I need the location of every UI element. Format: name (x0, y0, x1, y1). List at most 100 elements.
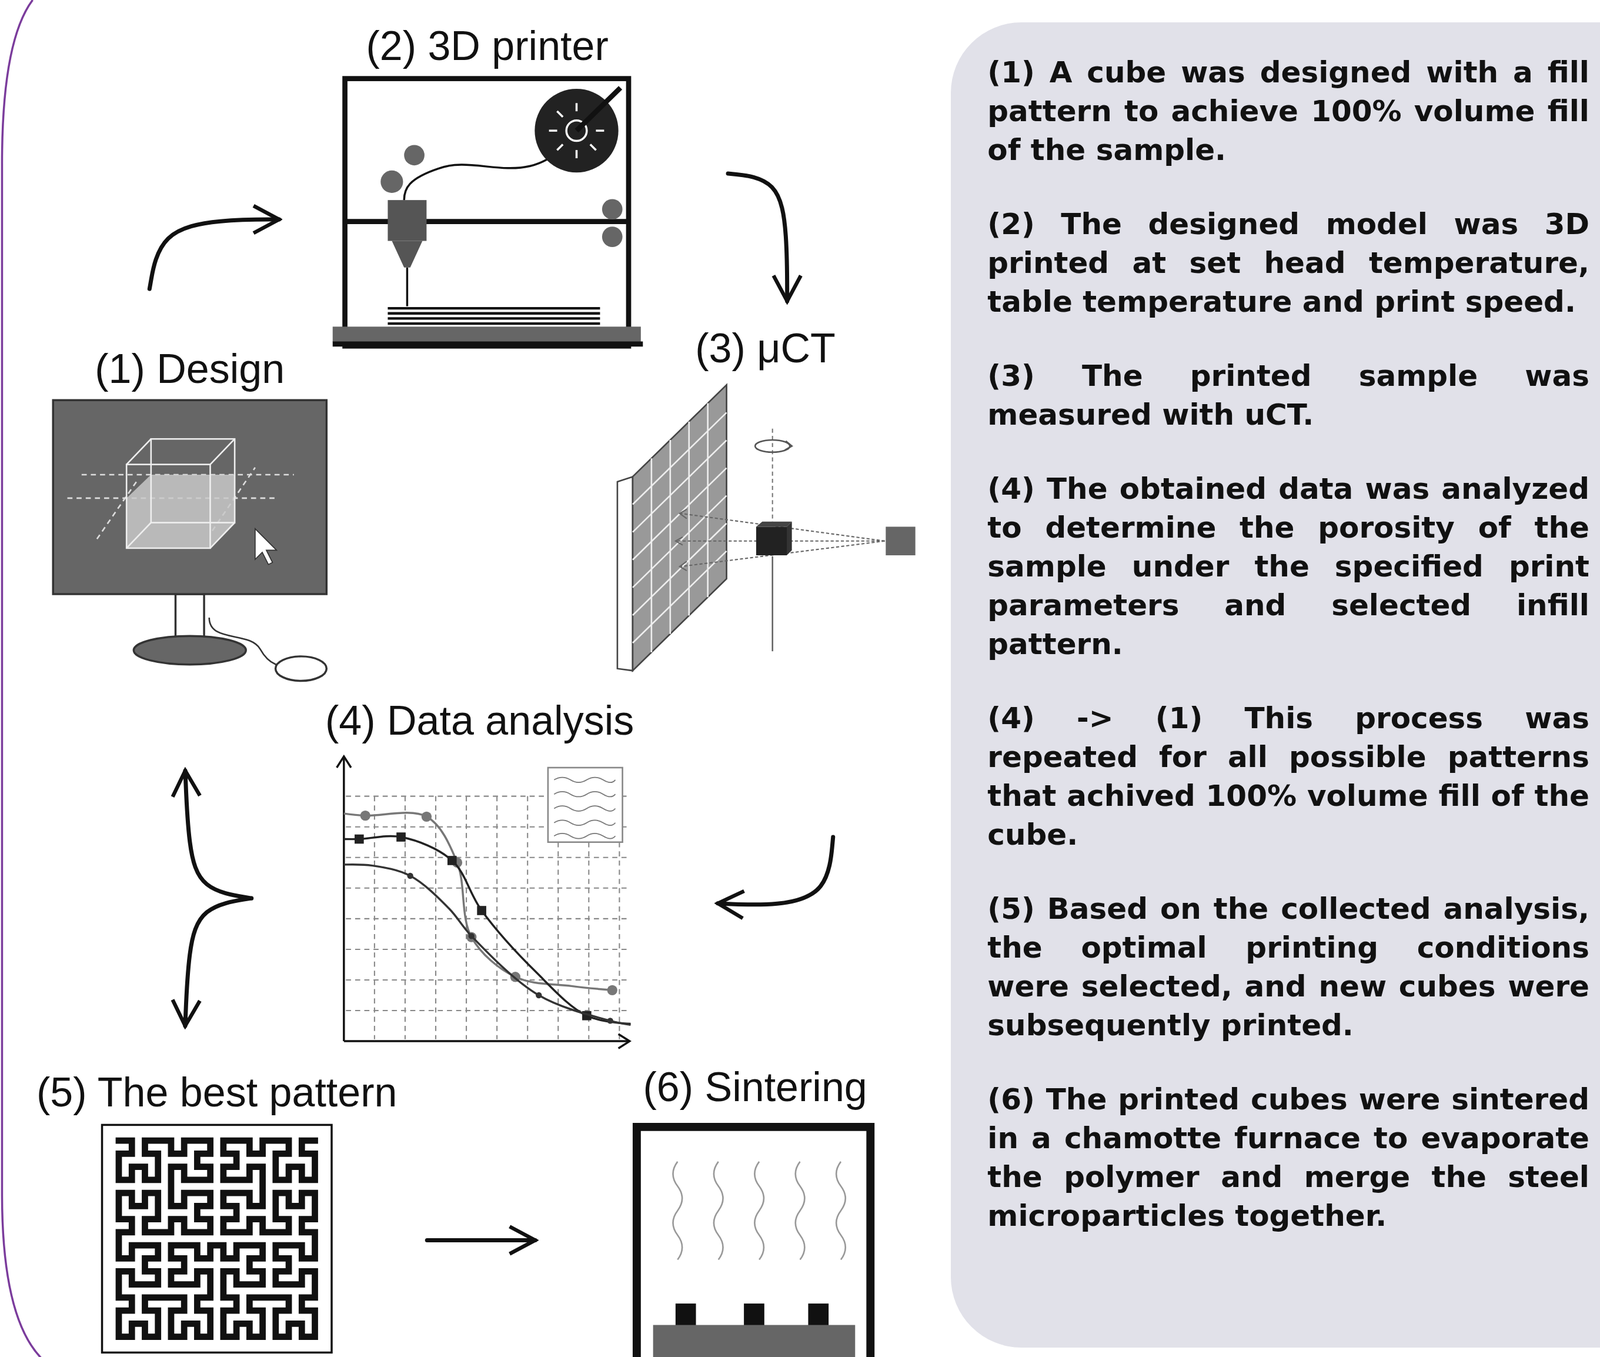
stage-node: (4) Data analysis (307, 696, 652, 1044)
chart-illustration-part-part (343, 864, 631, 1025)
stage-node: (6) Sintering (623, 1063, 887, 1356)
printer-illustration-part-part (387, 306, 600, 310)
printer-illustration-part-part (387, 312, 600, 315)
stage-heading: (5) The best pattern (6, 1068, 427, 1116)
ct-illustration-part-part (632, 412, 727, 504)
pattern-illustration (102, 1124, 332, 1352)
stage-node: (5) The best pattern (6, 1068, 427, 1355)
flow-arrow (717, 836, 834, 905)
printer-illustration-part (387, 308, 600, 324)
chart-illustration-part-part (496, 796, 498, 1040)
furnace-illustration-part (807, 1303, 829, 1326)
furnace-illustration-part (636, 1126, 871, 1357)
step-description: (6) The printed cubes were sintered in a… (987, 1079, 1590, 1235)
chart-illustration-part (336, 756, 352, 768)
monitor-illustration-part (126, 438, 152, 464)
chart-illustration-part-part (435, 796, 437, 1040)
chart-illustration-part-part (553, 833, 616, 839)
printer-illustration (332, 78, 644, 347)
step-description: (4) -> (1) This process was repeated for… (987, 698, 1590, 854)
step-description: (3) The printed sample was measured with… (987, 356, 1590, 434)
chart-illustration-part-part (360, 810, 371, 821)
chart-illustration-part (343, 1039, 629, 1042)
chart-illustration-part-part (553, 791, 616, 797)
chart-illustration-part-part (553, 777, 616, 783)
monitor-illustration-part (126, 474, 235, 549)
chart-illustration-part-part (535, 991, 542, 998)
frame-curve-part (1, 0, 41, 1357)
step-description: (2) The designed model was 3D printed at… (987, 204, 1590, 322)
furnace-illustration (636, 1126, 871, 1357)
ct-illustration-part-part (632, 550, 727, 643)
chart-illustration-part (553, 777, 616, 839)
ct-illustration-part (632, 402, 727, 652)
frame-curve (1, 0, 41, 1357)
printer-illustration-part-part (556, 144, 563, 150)
printer-illustration-part (332, 326, 641, 342)
chart-illustration-part-part (345, 887, 629, 889)
printer-illustration-part (602, 198, 623, 220)
chart-illustration-part-part (345, 948, 629, 950)
chart-illustration-part-part (447, 855, 457, 865)
printer-illustration-part-part (556, 111, 563, 118)
chart-illustration-part-part (345, 1009, 629, 1011)
monitor-illustration (52, 399, 327, 681)
furnace-illustration-part-part (754, 1161, 764, 1260)
ct-illustration-part (632, 384, 727, 671)
printer-illustration-part (406, 267, 409, 307)
printer-illustration-part-part (575, 102, 578, 112)
step-description: (5) Based on the collected analysis, the… (987, 889, 1590, 1045)
stage-heading: (3) μCT (608, 324, 923, 372)
ct-illustration-part (675, 513, 885, 567)
step-description: (4) The obtained data was analyzed to de… (987, 469, 1590, 664)
ct-illustration-part (786, 521, 793, 556)
ct-illustration-part-part (679, 509, 687, 519)
chart-illustration-part-part (476, 905, 487, 915)
furnace-illustration-part-part (836, 1161, 846, 1260)
chart-illustration-part (618, 1033, 630, 1048)
furnace-illustration-part (743, 1303, 765, 1326)
chart-illustration-part-part (607, 1017, 614, 1024)
step-description: (1) A cube was designed with a fill patt… (987, 52, 1590, 170)
pattern-illustration-part (118, 1140, 316, 1337)
monitor-illustration-part (133, 635, 246, 665)
chart-illustration-part (343, 810, 631, 1025)
printer-illustration-part-part (387, 322, 600, 325)
printer-illustration-part (602, 226, 623, 247)
pattern-illustration-part (102, 1124, 332, 1352)
chart-illustration-part-part (354, 834, 364, 844)
flow-arrow (185, 770, 252, 898)
stage-node: (3) μCT (608, 324, 923, 674)
monitor-illustration-part (209, 438, 235, 464)
ct-illustration-part (771, 556, 774, 651)
printer-illustration-part (387, 199, 427, 241)
ct-illustration-part-part (679, 560, 687, 571)
printer-illustration-part (345, 218, 629, 225)
furnace-illustration-part-part (713, 1161, 724, 1260)
ct-illustration-part-part (632, 468, 727, 560)
ct-illustration-part (675, 509, 687, 571)
printer-illustration-part (391, 241, 423, 268)
description-panel: (1) A cube was designed with a fill patt… (950, 22, 1600, 1347)
printer-illustration-part-part (590, 144, 597, 150)
ct-illustration-part-part (632, 523, 727, 616)
chart-illustration-part-part (406, 872, 413, 879)
stage-heading: (2) 3D printer (328, 22, 647, 70)
stage-node: (2) 3D printer (328, 22, 647, 347)
furnace-illustration-part (675, 1303, 697, 1326)
ct-illustration-part (755, 439, 790, 453)
ct-illustration-part (617, 476, 633, 671)
monitor-illustration-part (126, 464, 210, 549)
printer-illustration-part (332, 341, 644, 347)
stage-heading: (1) Design (49, 345, 330, 393)
monitor-illustration-part (151, 438, 235, 523)
flow-arrow (185, 897, 252, 1026)
printer-illustration-part-part (549, 129, 558, 132)
ct-illustration-part (756, 521, 793, 527)
chart-illustration-part-part (343, 812, 613, 991)
furnace-illustration-part-part (672, 1161, 683, 1260)
printer-illustration-part (403, 144, 425, 166)
flow-arrow (727, 173, 788, 302)
monitor-illustration-part (209, 522, 235, 549)
